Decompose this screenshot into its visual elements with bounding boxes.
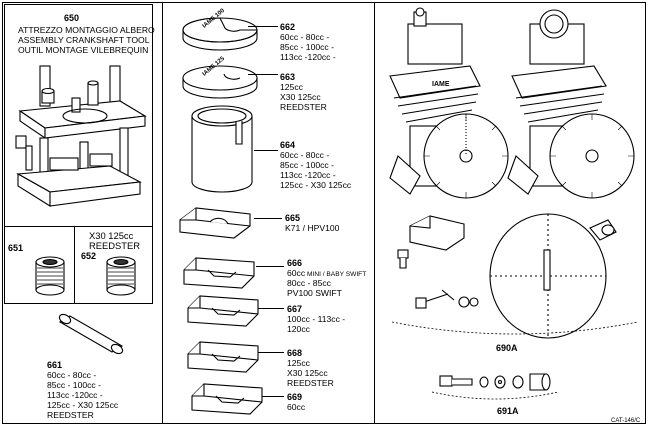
part-650-line-3: OUTIL MONTAGE VILEBREQUIN (18, 45, 149, 55)
part-662-leader (248, 26, 278, 28)
part-669-block-drawing (191, 383, 263, 415)
tool-651-652-box (4, 226, 153, 304)
catalog-code: CAT-146/C (611, 418, 641, 424)
part-663-number: 663 (280, 72, 296, 82)
part-651-drawing (35, 256, 65, 296)
part-652-line-1: X30 125cc (89, 230, 134, 241)
part-665-support-drawing (179, 207, 251, 239)
part-664-line-4: 125cc - X30 125cc (280, 180, 352, 190)
part-664-leader (254, 150, 278, 152)
part-651-number: 651 (8, 243, 24, 253)
part-663-spacer-drawing: IAME 125 (182, 55, 258, 99)
part-669-line-1: 60cc (287, 402, 306, 412)
part-663-line-3: REEDSTER (280, 102, 327, 112)
part-650-line-2: ASSEMBLY CRANKSHAFT TOOL (18, 35, 150, 45)
part-664-line-1: 60cc - 80cc - (280, 150, 330, 160)
kit-690A-number: 690A (496, 343, 518, 353)
engine-timing-drawing: IAME (389, 7, 635, 199)
part-662-spacer-drawing: IAME 100 (182, 7, 258, 51)
part-661-number: 661 (47, 360, 63, 370)
part-666-line-2: 80cc - 85cc (287, 278, 331, 288)
part-667-line-2: 120cc (287, 324, 310, 334)
part-650-number: 650 (64, 13, 80, 23)
part-668-line-2: X30 125cc (287, 368, 328, 378)
crankshaft-press-drawing (15, 65, 147, 207)
part-664-line-3: 113cc -120cc - (280, 170, 336, 180)
part-652-drawing (106, 256, 136, 296)
divider-left (162, 2, 163, 424)
part-666-block-drawing (183, 257, 255, 289)
part-652-number: 652 (81, 251, 97, 261)
catalog-frame (2, 2, 646, 424)
part-663-leader (248, 74, 278, 76)
part-666-line-3: PV100 SWIFT (287, 288, 342, 298)
part-666-line-1: 60cc MINI / BABY SWIFT (287, 268, 366, 280)
part-661-line-5: REEDSTER (47, 410, 94, 420)
part-667-block-drawing (187, 295, 259, 327)
part-668-block-drawing (187, 341, 259, 373)
part-668-number: 668 (287, 348, 303, 358)
part-662-line-1: 60cc - 80cc - (280, 32, 330, 42)
part-668-line-3: REEDSTER (287, 378, 334, 388)
kit-691A-drawing (431, 373, 559, 400)
part-650-line-1: ATTREZZO MONTAGGIO ALBERO (18, 25, 155, 35)
part-664-line-2: 85cc - 100cc - (280, 160, 334, 170)
part-661-line-3: 113cc -120cc - (47, 390, 103, 400)
part-667-leader (258, 308, 284, 310)
part-669-number: 669 (287, 392, 303, 402)
part-661-line-4: 125cc - X30 125cc (47, 400, 119, 410)
part-668-line-1: 125cc (287, 358, 310, 368)
divider-right (374, 2, 375, 424)
part-662-number: 662 (280, 22, 296, 32)
part-666-number: 666 (287, 258, 303, 268)
part-665-leader (254, 218, 282, 220)
part-666-line-1-main: 60cc (287, 268, 306, 278)
part-667-number: 667 (287, 304, 303, 314)
part-664-number: 664 (280, 140, 296, 150)
part-661-line-1: 60cc - 80cc - (47, 370, 97, 380)
part-664-sleeve-drawing (191, 105, 253, 193)
part-669-leader (262, 396, 284, 398)
part-666-line-1-small: MINI / BABY SWIFT (305, 271, 367, 278)
part-661-pin-drawing (58, 313, 124, 355)
part-662-line-3: 113cc -120cc - (280, 52, 336, 62)
part-661-line-2: 85cc - 100cc - (47, 380, 101, 390)
part-663-line-2: X30 125cc (280, 92, 321, 102)
kit-691A-number: 691A (497, 406, 519, 416)
engine-label-iame: IAME (432, 81, 450, 88)
part-666-leader (256, 266, 284, 268)
part-662-line-2: 85cc - 100cc - (280, 42, 334, 52)
part-668-leader (258, 352, 284, 354)
part-665-number: 665 (285, 213, 301, 223)
part-652-line-2: REEDSTER (89, 240, 141, 251)
part-665-line-1: K71 / HPV100 (285, 223, 340, 233)
tool-divider-651-652 (74, 226, 75, 304)
part-667-line-1: 100cc - 113cc - (287, 314, 346, 324)
kit-690A-drawing (391, 213, 639, 339)
part-663-line-1: 125cc (280, 82, 303, 92)
